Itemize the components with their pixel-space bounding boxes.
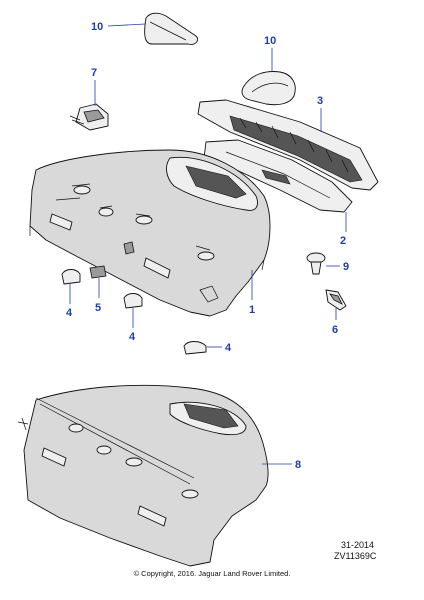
callout-4-middle: 4: [129, 331, 136, 343]
part-6-cap: [325, 289, 347, 311]
part-10-lower: [241, 71, 296, 106]
part-4-cover-right: [183, 341, 207, 355]
callout-7: 7: [91, 67, 97, 79]
part-4-cover-left: [61, 269, 81, 285]
reference-code: 31-2014: [341, 540, 374, 550]
callout-4-right: 4: [225, 342, 232, 354]
callout-2: 2: [340, 235, 346, 247]
callout-5: 5: [95, 302, 101, 314]
callout-4-left: 4: [66, 307, 73, 319]
drawing-id: ZV11369C: [334, 551, 377, 561]
callout-8: 8: [295, 459, 301, 471]
callout-1: 1: [249, 304, 255, 316]
part-3-grille-trim: [197, 99, 379, 191]
callout-6: 6: [332, 324, 338, 336]
callout-3: 3: [317, 95, 323, 107]
part-4-cover-middle: [123, 293, 143, 309]
callout-10-upper: 10: [91, 21, 103, 33]
callout-10-lower: 10: [264, 35, 276, 47]
part-9-push-clip: [306, 252, 326, 275]
part-5-cover: [89, 265, 107, 279]
leader-10-upper: [107, 23, 146, 27]
part-1-parcel-shelf: [29, 149, 271, 317]
part-8-shelf-assembly: [17, 384, 269, 567]
callout-9: 9: [343, 261, 349, 273]
part-7-clip: [69, 103, 109, 131]
part-10-upper: [144, 12, 199, 45]
copyright-notice: © Copyright, 2016. Jaguar Land Rover Lim…: [134, 569, 291, 578]
